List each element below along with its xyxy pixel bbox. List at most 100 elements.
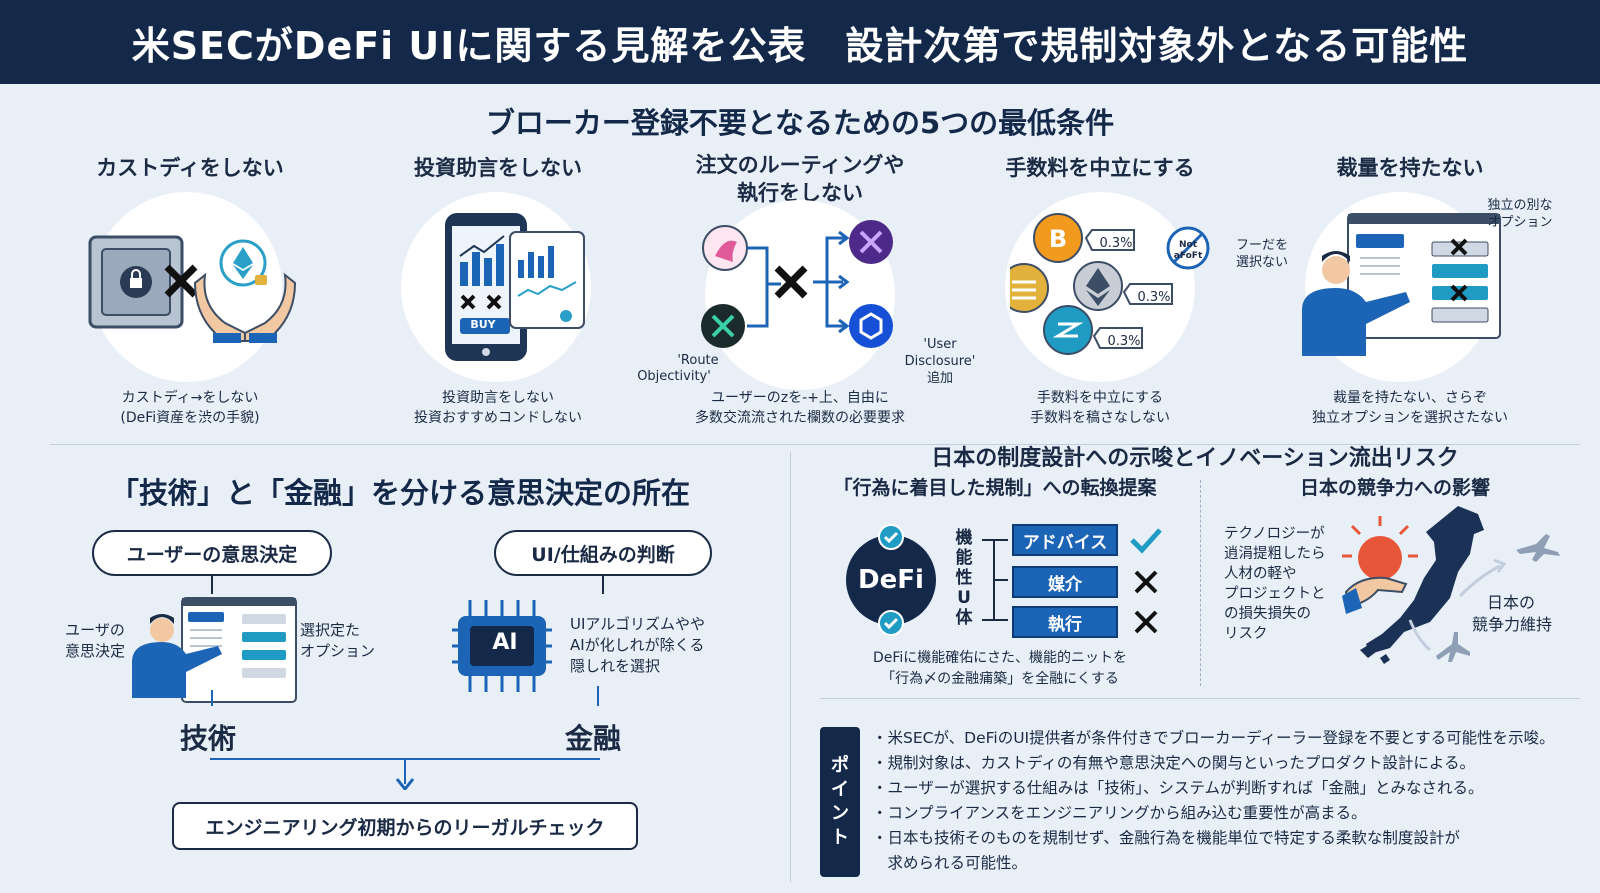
page-title: 米SECがDeFi UIに関する見解を公表 設計次第で規制対象外となる可能性 xyxy=(131,23,1469,68)
risk-note: テクノロジーが 逍涓提粗したら 人材の軽や プロジェクトと の損失損失の リスク xyxy=(1224,524,1326,644)
right-note-1: 独立の別な xyxy=(1487,198,1553,213)
vertical-char: 機 xyxy=(955,528,973,548)
finance-label: 金融 xyxy=(565,722,622,755)
vertical-char: U xyxy=(957,588,971,608)
points-label: ポ イ ン ト xyxy=(820,727,860,877)
keep-label-2: 競争力維持 xyxy=(1471,615,1552,634)
japan-left-caption-2: 「行為〆の金融痡築」を全融にくする xyxy=(881,671,1119,687)
ai-note-2: AIが化しれが除くる xyxy=(570,636,705,654)
point-item: ・コンプライアンスをエンジニアリングから組み込む重要性が高まる。 xyxy=(872,804,1367,822)
fee-label-2: 0.3% xyxy=(1137,290,1171,305)
conditions-heading: ブローカー登録不要となるための5つの最低条件 xyxy=(485,106,1115,140)
condition-4-caption-2: 手数料を稿さなしない xyxy=(1030,410,1170,426)
no-label-1: Not xyxy=(1178,240,1198,250)
svg-text:B: B xyxy=(1049,225,1067,253)
left-note-2: 選択ない xyxy=(1235,255,1288,270)
risk-line: リスク xyxy=(1224,626,1268,642)
user-pill-connector xyxy=(211,576,213,594)
condition-3-title-1: 注文のルーティングや xyxy=(695,153,905,177)
japan-heading: 日本の制度設計への示唆とイノベーション流出リスク xyxy=(931,446,1459,471)
header-banner: 米SECがDeFi UIに関する見解を公表 設計次第で規制対象外となる可能性 xyxy=(0,0,1600,84)
user-label-2: Disclosure' xyxy=(904,354,976,369)
option-note-2: オプション xyxy=(300,642,376,660)
bottom-arrow-stem xyxy=(404,760,406,784)
legal-check-box: エンジニアリング初期からのリーガルチェック xyxy=(172,802,638,850)
condition-5-caption-2: 独立オプションを選択さたない xyxy=(1312,410,1508,426)
user-decision-pill: ユーザーの意思決定 xyxy=(92,530,332,576)
check-icon xyxy=(1130,528,1162,554)
risk-line: 逍涓提粗したら xyxy=(1224,546,1326,562)
japan-map-icon xyxy=(1342,506,1560,664)
tag-intermediary: 媒介 xyxy=(1012,566,1118,598)
condition-4-caption-1: 手数料を中立にする xyxy=(1036,390,1164,406)
vertical-char: 体 xyxy=(955,608,973,628)
user-arrow xyxy=(211,690,221,706)
routing-icon xyxy=(701,220,893,348)
phone-chart-icon xyxy=(445,213,585,361)
person-screen-icon xyxy=(1302,213,1501,356)
japan-divider xyxy=(1200,480,1201,686)
japan-left-subtitle: 「行為に着目した規制」への転換提案 xyxy=(833,477,1157,499)
split-line xyxy=(210,758,600,760)
right-note-2: オプション xyxy=(1487,215,1553,230)
no-label-2: aFoFt xyxy=(1173,251,1203,261)
ui-judgment-pill: UI/仕組みの判断 xyxy=(494,530,712,576)
left-note-1: フーだを xyxy=(1235,238,1288,253)
points-char: ン xyxy=(831,803,849,824)
condition-5-caption-1: 裁量を持たない、さらぞ xyxy=(1333,390,1487,406)
condition-2-title: 投資助言をしない xyxy=(414,156,582,180)
vertical-char: 能 xyxy=(955,548,973,568)
bottom-arrow-head-icon xyxy=(396,778,414,790)
condition-1-title: カストディをしない xyxy=(96,156,284,180)
condition-3-caption-1: ユーザーのzを-+上、自由に xyxy=(711,390,889,406)
tech-label: 技術 xyxy=(180,722,237,755)
buy-label: BUY xyxy=(470,318,496,331)
coins-fee-icon: B xyxy=(1010,213,1210,355)
risk-line: の損失損失の xyxy=(1224,606,1311,622)
risk-line: テクノロジーが xyxy=(1224,526,1325,542)
points-char: ポ xyxy=(831,755,849,776)
ai-note-1: UIアルゴリズムやや xyxy=(570,615,705,633)
bracket-lines xyxy=(982,539,1008,621)
condition-3-caption-2: 多数交流流された欄数の必要要求 xyxy=(695,410,905,426)
defi-circle: DeFi xyxy=(846,535,936,625)
user-note-2: 意思決定 xyxy=(64,642,125,660)
route-label-1: 'Route xyxy=(677,353,719,368)
keep-label-1: 日本の xyxy=(1486,593,1535,612)
points-char: イ xyxy=(831,779,849,800)
condition-1-caption-1: カストディ→をしない xyxy=(121,390,259,406)
condition-2-caption-1: 投資助言をしない xyxy=(442,390,554,406)
risk-line: 人材の軽や xyxy=(1224,566,1297,582)
column-divider xyxy=(790,452,791,882)
point-item: 求められる可能性。 xyxy=(872,854,1028,872)
condition-2-caption-2: 投資おすすめコンドしない xyxy=(414,410,582,426)
point-item: ・日本も技術そのものを規制せず、金融行為を機能単位で特定する柔軟な制度設計が xyxy=(872,829,1460,847)
condition-5-title: 裁量を持たない xyxy=(1336,156,1484,180)
safe-and-hands-icon xyxy=(88,235,297,343)
defi-check-bottom-icon xyxy=(878,610,904,636)
vertical-label: 機 能 性 U 体 xyxy=(954,528,974,628)
user-label-3: 追加 xyxy=(926,371,953,386)
defi-check-top-icon xyxy=(878,524,904,550)
points-divider xyxy=(820,698,1580,699)
ui-pill-connector xyxy=(602,576,604,594)
point-item: ・ユーザーが選択する仕組みは「技術」、システムが判断すれば「金融」とみなされる。 xyxy=(872,779,1484,797)
points-char: ト xyxy=(831,827,849,848)
user-label-1: 'User xyxy=(923,337,957,352)
condition-4-title: 手数料を中立にする xyxy=(1005,156,1195,180)
vertical-char: 性 xyxy=(955,568,973,588)
cross-icon xyxy=(1134,610,1158,634)
user-note-1: ユーザの xyxy=(65,621,125,639)
ai-label: AI xyxy=(492,630,518,655)
tag-advice: アドバイス xyxy=(1012,524,1118,556)
option-note-1: 選択定た xyxy=(300,621,361,639)
risk-line: プロジェクトと xyxy=(1224,586,1326,602)
ai-note-3: 隠しれを選択 xyxy=(570,657,661,675)
point-item: ・規制対象は、カストディの有無や意思決定への関与といったプロダクト設計による。 xyxy=(872,754,1475,772)
japan-right-subtitle: 日本の競争力への影響 xyxy=(1299,477,1490,499)
decision-heading: 「技術」と「金融」を分ける意思決定の所在 xyxy=(109,476,690,510)
condition-1-caption-2: (DeFi資産を渋の手貌) xyxy=(120,410,260,426)
fee-label-1: 0.3% xyxy=(1099,236,1133,251)
points-list: ・米SECが、DeFiのUI提供者が条件付きでブローカーディーラー登録を不要とす… xyxy=(872,726,1555,876)
cross-icon xyxy=(1134,570,1158,594)
